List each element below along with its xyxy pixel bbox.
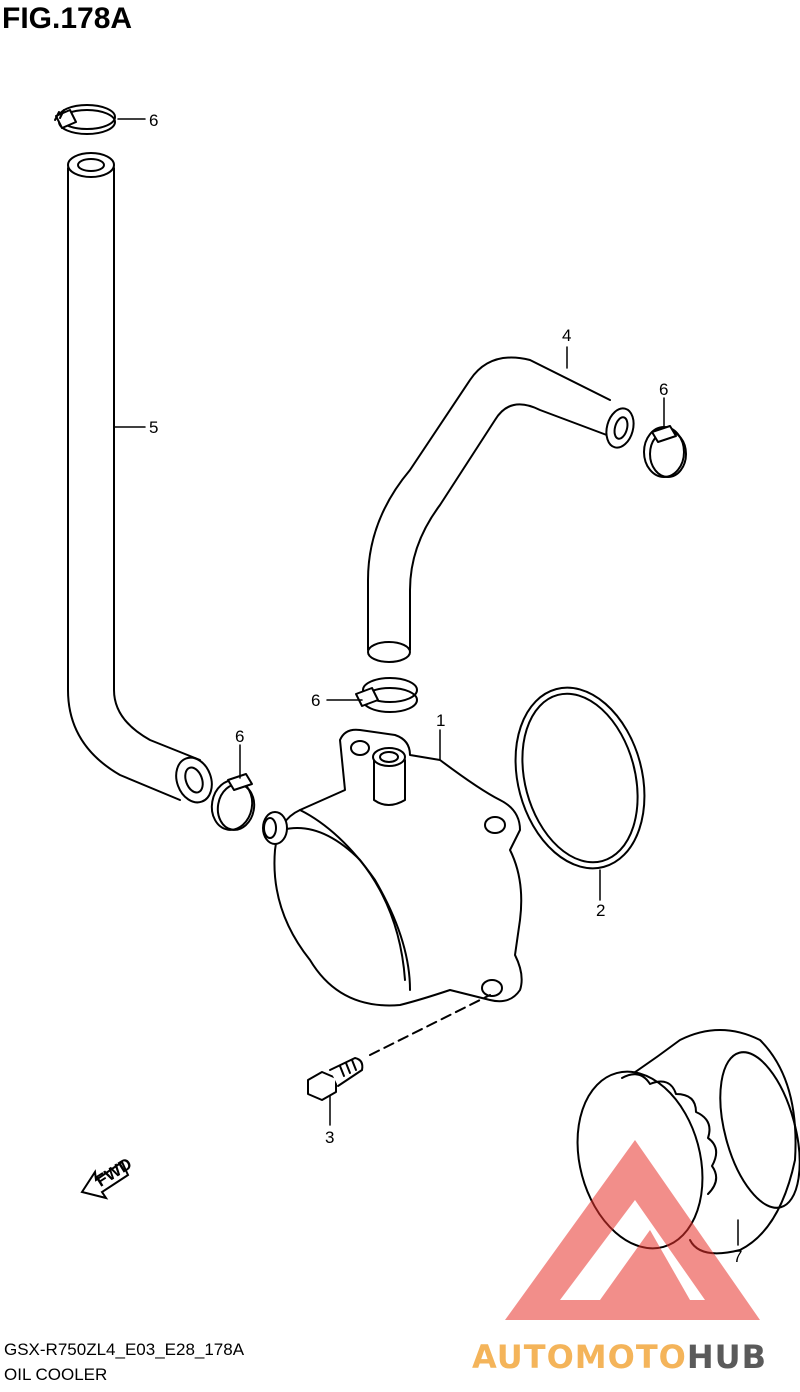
section-name: OIL COOLER <box>4 1365 108 1384</box>
clamp-part-6-lower[interactable] <box>208 773 258 833</box>
callout-1: 1 <box>436 711 445 730</box>
o-ring-part-2[interactable] <box>496 673 663 883</box>
clamp-part-6-right[interactable] <box>643 425 687 478</box>
hose-part-5[interactable] <box>67 152 218 807</box>
callout-7: 7 <box>733 1247 742 1266</box>
hose-part-4[interactable] <box>367 356 638 663</box>
oil-cooler-part-1[interactable] <box>262 728 523 1007</box>
watermark-part2: HUB <box>686 1338 768 1376</box>
callout-5: 5 <box>149 418 158 437</box>
watermark-logo <box>505 1140 760 1320</box>
watermark-part1: AUTOMOTO <box>472 1338 687 1376</box>
fwd-arrow-icon: FWD <box>80 1154 135 1200</box>
leader-lines <box>113 118 739 1246</box>
callout-6-middle: 6 <box>311 691 320 710</box>
callout-6-top: 6 <box>149 111 158 130</box>
figure-title: FIG.178A <box>2 2 133 35</box>
watermark-text: AUTOMOTOHUB <box>472 1338 767 1376</box>
model-code: GSX-R750ZL4_E03_E28_178A <box>4 1340 245 1359</box>
bolt-part-3[interactable] <box>307 994 491 1101</box>
clamp-part-6-top[interactable] <box>54 104 116 135</box>
callout-6-right: 6 <box>659 380 668 399</box>
clamp-part-6-middle[interactable] <box>355 677 418 713</box>
callout-4: 4 <box>562 326 571 345</box>
callout-6-lower: 6 <box>235 727 244 746</box>
callout-3: 3 <box>325 1128 334 1147</box>
callout-2: 2 <box>596 901 605 920</box>
